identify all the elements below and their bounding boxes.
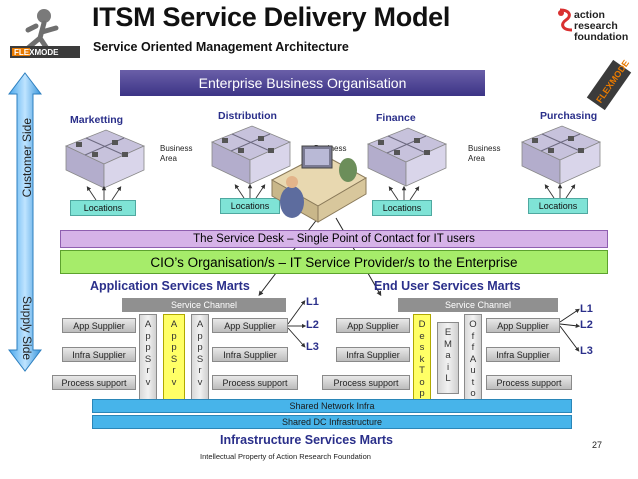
eu-email-column: E M a i L [437,322,459,394]
dept-marketting-label: Marketting [70,114,124,126]
cubicle-cluster-marketting [62,128,146,190]
locations-finance: Locations [372,200,432,216]
eu-infra-supplier-right: Infra Supplier [486,347,560,362]
enterprise-business-organisation-banner: Enterprise Business Organisation [120,70,485,96]
eu-offauto-column: O f f A u t o [464,314,482,406]
arf-logo-icon [558,8,573,32]
infra-supplier-left: Infra Supplier [62,347,136,362]
supply-side-label: Supply Side [20,296,34,361]
eu-app-supplier-right: App Supplier [486,318,560,333]
application-services-marts-title: Application Services Marts [90,279,250,293]
service-desk-banner: The Service Desk – Single Point of Conta… [60,230,608,248]
app-level-l1: L1 [306,296,319,308]
app-srv-column-2: A p p S r v [163,314,185,402]
locations-marketting: Locations [70,200,136,216]
arf-logo: action research foundation [556,6,636,52]
cubicle-cluster-distribution [208,124,292,186]
page-subtitle: Service Oriented Management Architecture [93,40,349,54]
dept-purchasing-label: Purchasing [540,110,598,122]
eu-process-support-right: Process support [486,375,572,390]
eu-level-l2: L2 [580,319,593,331]
dept-distribution-label: Distribution [218,110,277,122]
customer-supply-arrow [7,72,43,372]
page-title: ITSM Service Delivery Model [92,2,451,32]
app-level-l2: L2 [306,319,319,331]
eu-level-l3: L3 [580,345,593,357]
eu-service-channel: Service Channel [398,298,558,312]
eu-desktop-column: D e s k T o p [413,314,431,406]
page-number: 27 [592,440,603,450]
app-supplier-right: App Supplier [212,318,288,333]
cio-organisation-banner: CIO’s Organisation/s – IT Service Provid… [60,250,608,274]
app-srv-column-1: A p p S r v [139,314,157,402]
flexmode-logo-text: FLEXMODE [14,48,59,57]
eu-level-l1: L1 [580,303,593,315]
flexmode-logo: FLEXMODE [6,4,84,60]
service-desk-illustration [262,140,370,236]
process-support-left: Process support [52,375,136,390]
app-supplier-left: App Supplier [62,318,136,333]
flexmode-side-logo: FLEXMODE [582,54,636,116]
locations-distribution: Locations [220,198,280,214]
app-service-channel: Service Channel [122,298,286,312]
arf-logo-text: action research foundation [574,9,629,43]
eu-app-supplier-left: App Supplier [336,318,410,333]
infra-supplier-right: Infra Supplier [212,347,288,362]
business-area-label-3: Business Area [468,144,501,163]
process-support-right: Process support [212,375,298,390]
locations-purchasing: Locations [528,198,588,214]
footer-ip-notice: Intellectual Property of Action Research… [200,452,371,461]
eu-infra-supplier-left: Infra Supplier [336,347,410,362]
cubicle-cluster-purchasing [518,124,602,186]
dept-finance-label: Finance [376,112,416,124]
app-level-l3: L3 [306,341,319,353]
end-user-services-marts-title: End User Services Marts [374,279,521,293]
shared-network-infra-band: Shared Network Infra [92,399,572,413]
eu-process-support-left: Process support [322,375,410,390]
infrastructure-services-marts-title: Infrastructure Services Marts [220,433,393,447]
business-area-label-1: Business Area [160,144,193,163]
app-srv-column-3: A p p S r v [191,314,209,402]
shared-dc-infra-band: Shared DC Infrastructure [92,415,572,429]
cubicle-cluster-finance [364,126,448,188]
